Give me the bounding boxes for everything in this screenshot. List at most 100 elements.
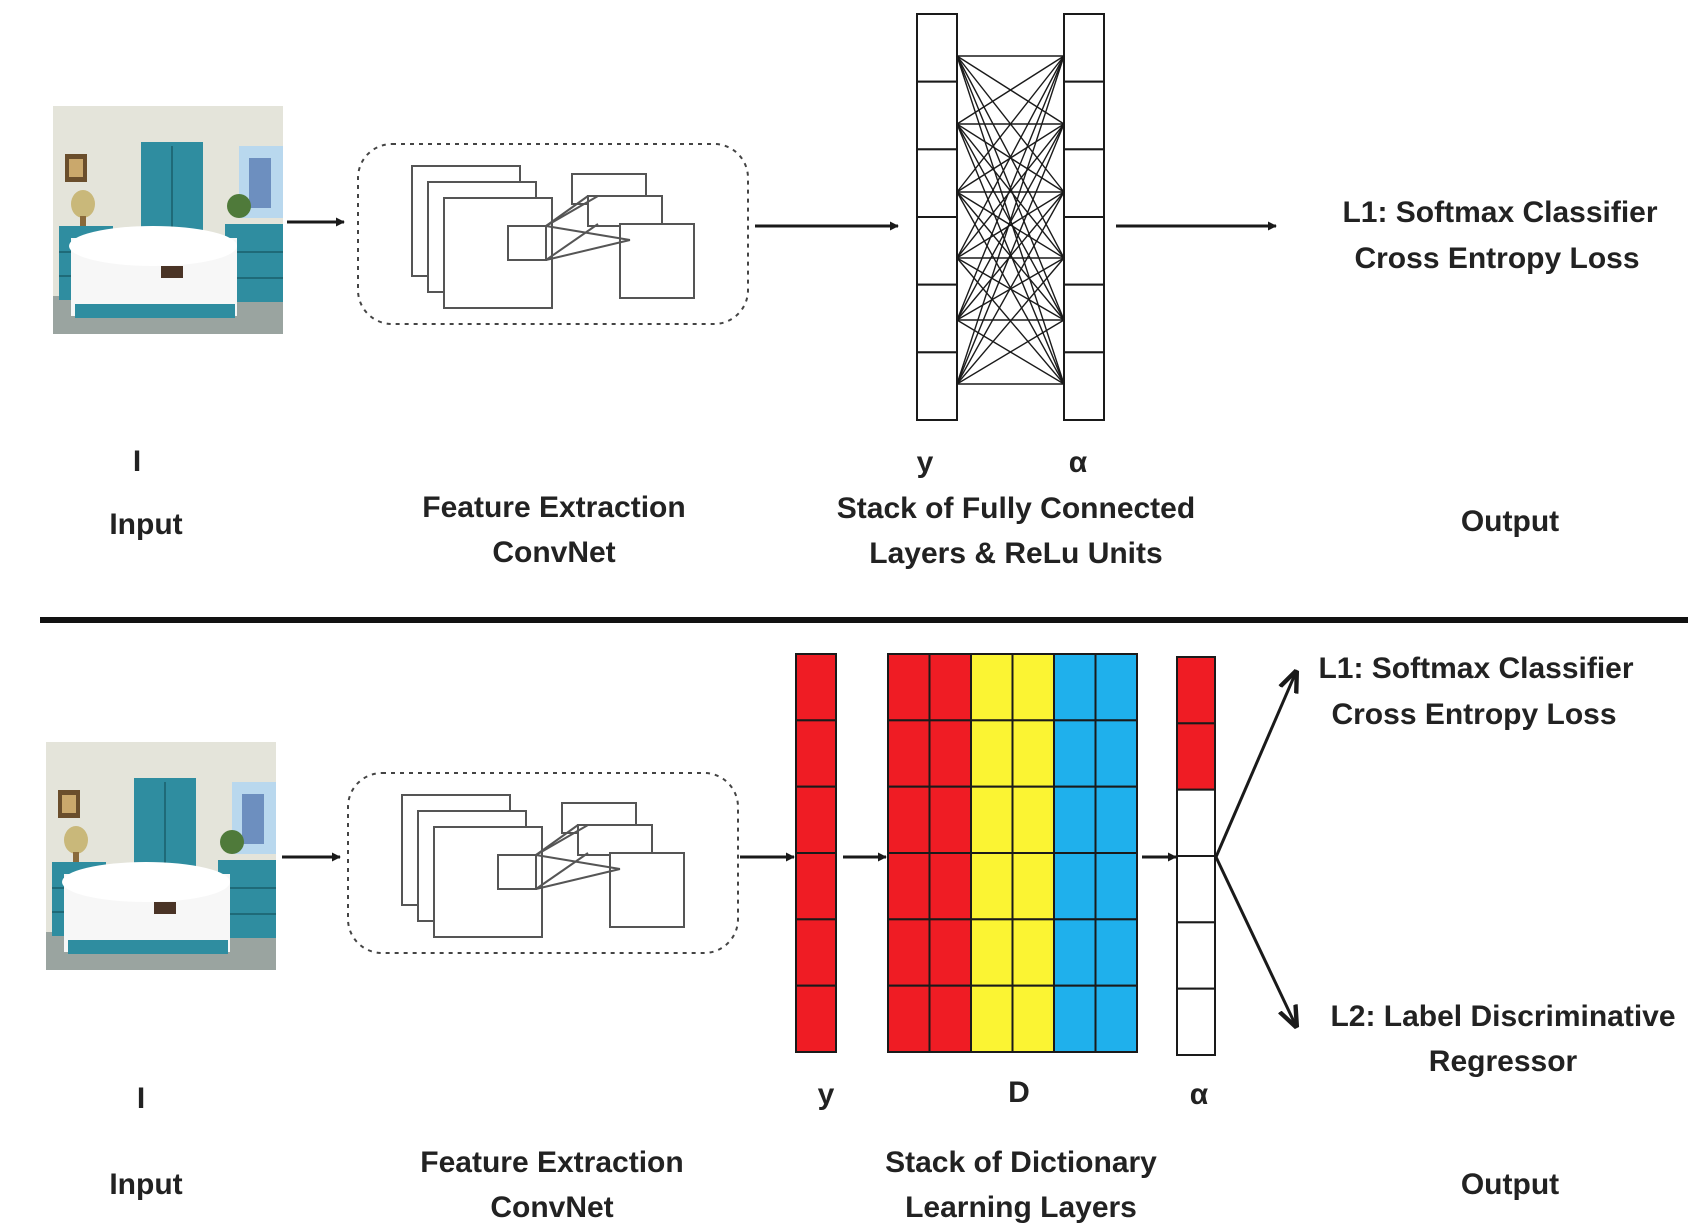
dictionary-cell: [1053, 918, 1097, 987]
panel-divider: [40, 617, 1688, 623]
dictionary-cell: [970, 918, 1014, 987]
dict-y-cell: [795, 984, 837, 1054]
top-stack-label-2: Layers & ReLu Units: [869, 537, 1162, 570]
dictionary-cell: [887, 918, 931, 987]
input-image-bottom: [45, 741, 277, 971]
dictionary-cell: [928, 653, 972, 722]
dictionary-cell: [887, 785, 931, 855]
bottom-l1-line-1: L1: Softmax Classifier: [1318, 652, 1633, 685]
dict-y-cell: [795, 719, 837, 788]
dict-alpha-cell: [1176, 788, 1216, 858]
top-alpha-symbol: α: [1069, 446, 1088, 479]
dict-layer-alpha: [1176, 656, 1216, 1057]
bottom-input-label: Input: [109, 1168, 182, 1201]
fc-connection: [956, 191, 1065, 385]
dict-alpha-cell: [1176, 656, 1216, 725]
dictionary-cell: [928, 719, 972, 788]
top-convnet-label-2: ConvNet: [492, 536, 615, 569]
dict-alpha-cell: [1176, 987, 1216, 1057]
fc-y-cell: [916, 80, 958, 151]
top-output-line-2: Cross Entropy Loss: [1354, 242, 1639, 275]
fc-connection: [956, 319, 1065, 385]
dictionary-cell: [970, 852, 1014, 921]
dictionary-cell: [1094, 918, 1138, 987]
dictionary-cell: [887, 852, 931, 921]
convnet-block-bottom: [347, 772, 739, 954]
fc-connection: [956, 123, 1065, 385]
convnet-block-top: [357, 143, 749, 325]
dictionary-cell: [1094, 785, 1138, 855]
dict-alpha-cell: [1176, 722, 1216, 791]
bottom-alpha-symbol: α: [1190, 1078, 1209, 1111]
dictionary-cell: [928, 918, 972, 987]
fc-connection: [956, 191, 1065, 321]
fc-y-cell: [916, 216, 958, 286]
dictionary-cell: [970, 653, 1014, 722]
top-output-line-1: L1: Softmax Classifier: [1342, 196, 1657, 229]
dict-alpha-cell: [1176, 855, 1216, 924]
fc-alpha-cell: [1063, 283, 1105, 354]
bottom-l1-line-2: Cross Entropy Loss: [1331, 698, 1616, 731]
top-input-label: Input: [109, 508, 182, 541]
dictionary-cell: [1011, 918, 1055, 987]
fc-connection: [956, 191, 1065, 259]
bottom-convnet-label-1: Feature Extraction: [420, 1146, 683, 1179]
dictionary-cell: [1053, 852, 1097, 921]
fc-connection: [956, 55, 1065, 125]
fc-alpha-cell: [1063, 13, 1105, 83]
dictionary-cell: [1053, 984, 1097, 1054]
dict-y-cell: [795, 653, 837, 722]
dictionary-cell: [1053, 719, 1097, 788]
fc-y-cell: [916, 283, 958, 354]
dictionary-cell: [1094, 719, 1138, 788]
bottom-convnet-label-2: ConvNet: [490, 1191, 613, 1224]
fc-connection: [956, 55, 1065, 193]
fc-connection: [956, 55, 1065, 385]
fc-connections: [956, 55, 1065, 385]
dictionary-cell: [928, 984, 972, 1054]
fc-y-cell: [916, 148, 958, 218]
bottom-input-symbol: I: [137, 1082, 145, 1115]
bottom-y-symbol: y: [818, 1078, 835, 1111]
dictionary-cell: [1011, 653, 1055, 722]
top-input-symbol: I: [133, 445, 141, 478]
fc-connection: [956, 55, 1065, 259]
dictionary-cell: [887, 653, 931, 722]
top-stack-label-1: Stack of Fully Connected: [837, 492, 1195, 525]
dictionary-cell: [1011, 852, 1055, 921]
dict-y-cell: [795, 785, 837, 855]
top-output-label: Output: [1461, 505, 1559, 538]
bottom-stack-label-2: Learning Layers: [905, 1191, 1137, 1224]
bottom-l2-line-2: Regressor: [1429, 1045, 1578, 1078]
fc-alpha-cell: [1063, 80, 1105, 151]
fc-alpha-cell: [1063, 216, 1105, 286]
dictionary-cell: [1053, 653, 1097, 722]
dict-y-cell: [795, 918, 837, 987]
bottom-stack-label-1: Stack of Dictionary: [885, 1146, 1157, 1179]
dictionary-matrix-d: [887, 653, 1138, 1054]
dictionary-cell: [928, 852, 972, 921]
fc-alpha-cell: [1063, 351, 1105, 422]
bottom-d-symbol: D: [1008, 1076, 1030, 1109]
dictionary-cell: [970, 719, 1014, 788]
dictionary-cell: [1094, 984, 1138, 1054]
dictionary-cell: [928, 785, 972, 855]
bottom-l2-line-1: L2: Label Discriminative: [1330, 1000, 1675, 1033]
top-convnet-label-1: Feature Extraction: [422, 491, 685, 524]
top-y-symbol: y: [917, 446, 934, 479]
top-panel: L1: Softmax Classifier Cross Entropy Los…: [52, 13, 1658, 570]
fc-y-cell: [916, 13, 958, 83]
dictionary-cell: [970, 984, 1014, 1054]
dict-y-cell: [795, 852, 837, 921]
bottom-output-label: Output: [1461, 1168, 1559, 1201]
dict-alpha-cell: [1176, 921, 1216, 990]
fc-connection: [956, 55, 1065, 321]
fc-connection: [956, 123, 1065, 259]
dict-layer-y: [795, 653, 837, 1054]
dictionary-cell: [1053, 785, 1097, 855]
arrow-alpha-l1: [1214, 672, 1296, 858]
dictionary-cell: [1094, 852, 1138, 921]
dictionary-cell: [970, 785, 1014, 855]
dictionary-cell: [1011, 719, 1055, 788]
